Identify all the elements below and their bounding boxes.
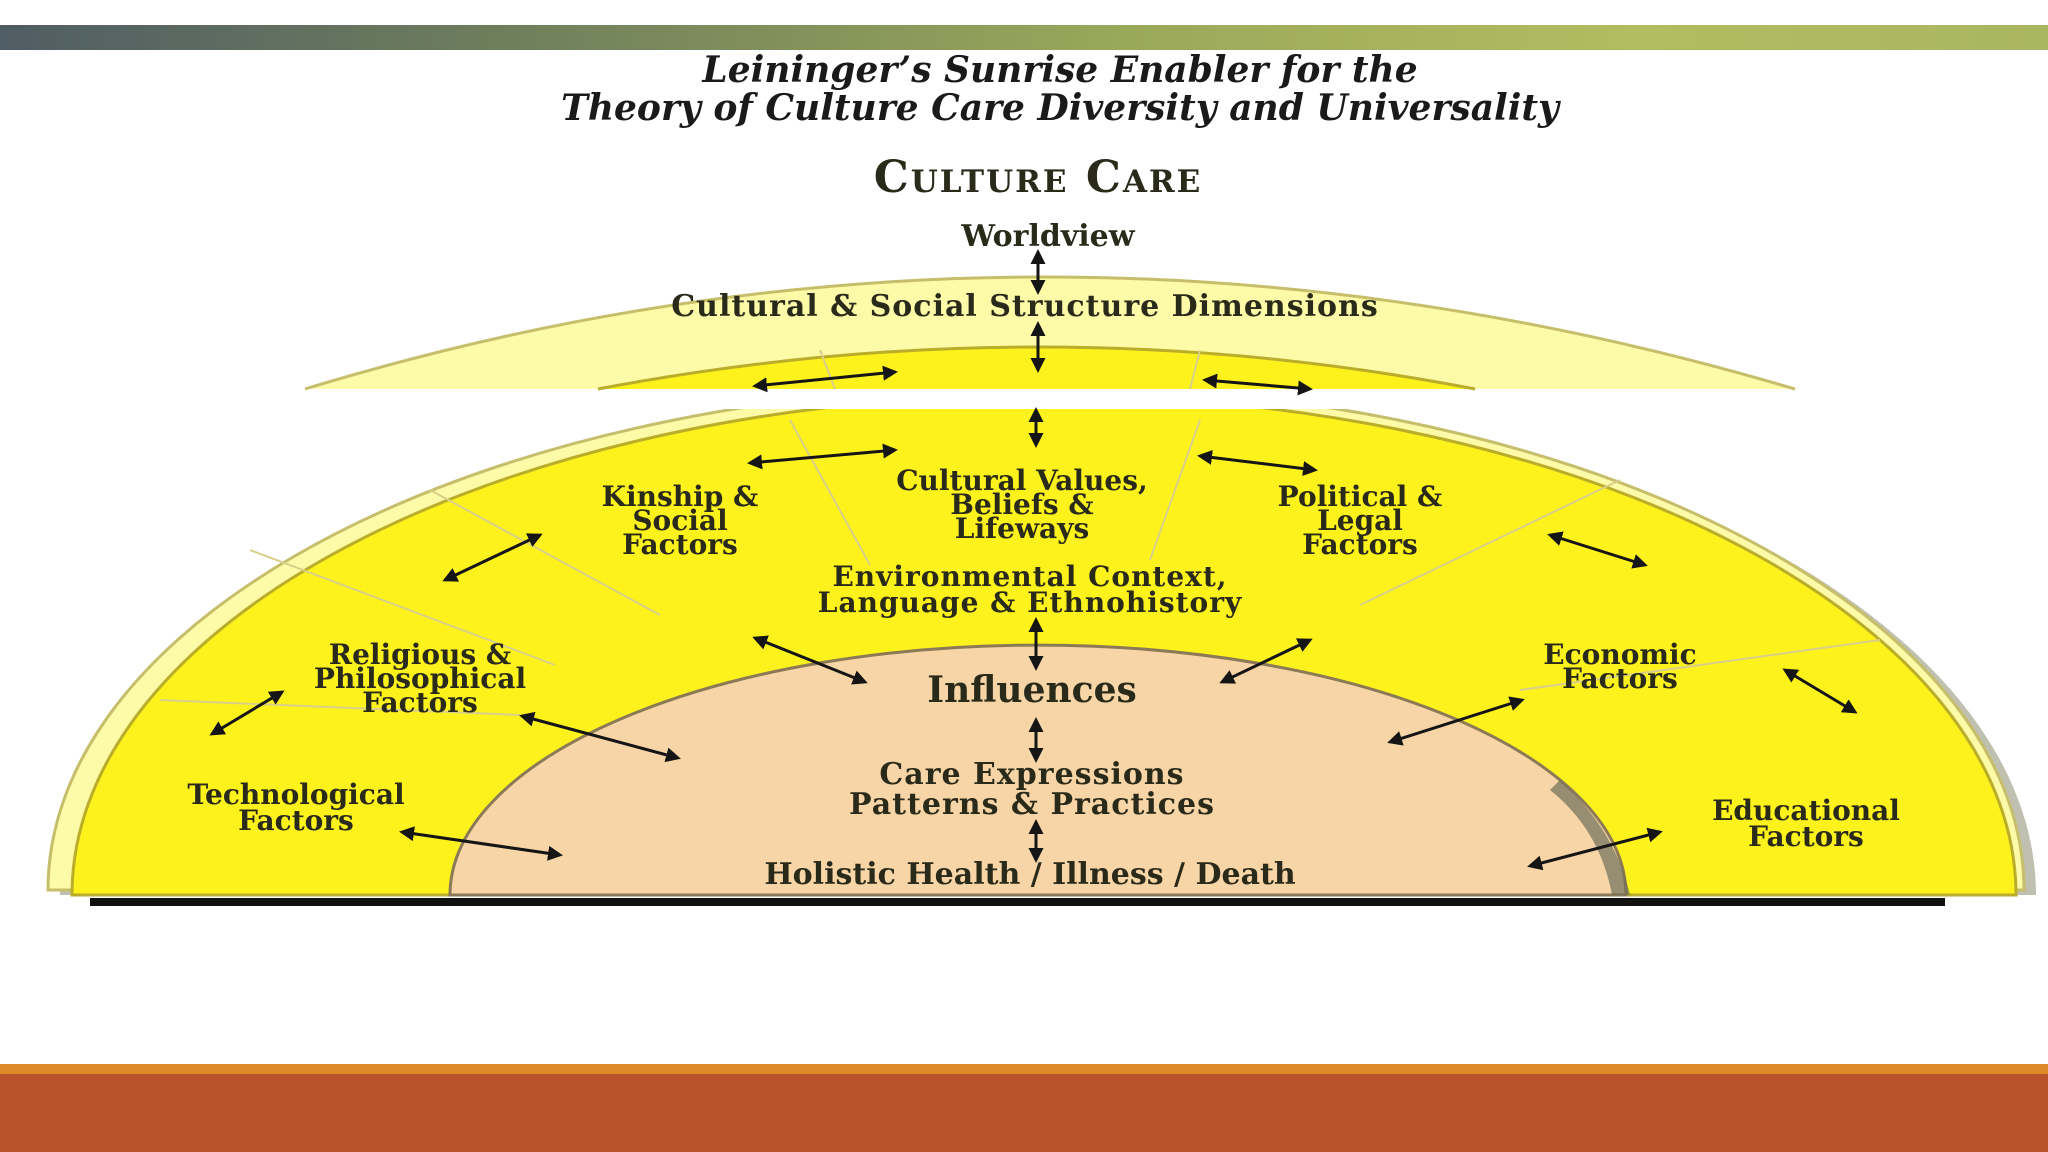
svg-text:Legal: Legal xyxy=(1317,504,1403,537)
arrow-kinship-left xyxy=(442,533,543,582)
arrow-upper-left xyxy=(752,365,898,393)
slide-title-line-2: Theory of Culture Care Diversity and Uni… xyxy=(561,87,1561,129)
svg-text:Social: Social xyxy=(632,504,727,537)
environmental-context-label: Environmental Context, Language & Ethnoh… xyxy=(818,560,1243,619)
religious-factors-label: Religious & Philosophical Factors xyxy=(314,638,526,719)
influences-label: Influences xyxy=(927,669,1137,711)
diagram-gap xyxy=(0,389,2048,409)
economic-factors-label: Economic Factors xyxy=(1543,638,1696,695)
care-expressions-label: Care Expressions Patterns & Practices xyxy=(849,757,1215,822)
political-legal-label: Political & Legal Factors xyxy=(1278,480,1443,561)
culture-care-heading: Culture Care xyxy=(874,152,1203,203)
educational-factors-label: Educational Factors xyxy=(1712,794,1900,853)
svg-text:Lifeways: Lifeways xyxy=(955,512,1089,545)
technological-factors-label: Technological Factors xyxy=(187,778,404,837)
slide-title-line-1: Leininger’s Sunrise Enabler for the xyxy=(701,49,1417,91)
arrow-env-right-influences xyxy=(1219,638,1313,684)
arrow-upper-right xyxy=(1202,373,1313,396)
slide-bottom-bar xyxy=(0,1074,2048,1152)
svg-text:Educational: Educational xyxy=(1712,794,1900,827)
svg-text:Factors: Factors xyxy=(1302,528,1418,561)
worldview-label: Worldview xyxy=(960,219,1135,254)
svg-text:Economic: Economic xyxy=(1543,638,1696,671)
arrow-values-political xyxy=(1197,450,1318,476)
arrow-env-left-influences xyxy=(752,635,868,685)
kinship-factors-label: Kinship & Social Factors xyxy=(602,480,759,561)
svg-text:Political &: Political & xyxy=(1278,480,1443,513)
arrow-economic-right xyxy=(1782,668,1858,714)
arrow-technological-core xyxy=(399,826,563,861)
svg-text:Environmental Context,: Environmental Context, xyxy=(832,560,1227,593)
inner-core xyxy=(448,643,1628,897)
arrow-educational-core xyxy=(1527,827,1663,871)
arrow-religious-left xyxy=(209,690,285,736)
svg-text:Philosophical: Philosophical xyxy=(314,662,526,695)
svg-text:Factors: Factors xyxy=(362,686,478,719)
svg-text:Kinship &: Kinship & xyxy=(602,480,759,513)
svg-text:Technological: Technological xyxy=(187,778,404,811)
svg-text:Cultural Values,: Cultural Values, xyxy=(896,464,1147,497)
arrow-religious-core xyxy=(519,711,681,763)
arrow-kinship-values xyxy=(747,443,898,470)
svg-text:Factors: Factors xyxy=(1748,820,1864,853)
slide-top-bar xyxy=(0,25,2048,50)
slide-bottom-stripe xyxy=(0,1064,2048,1074)
cultural-values-label: Cultural Values, Beliefs & Lifeways xyxy=(896,464,1147,545)
svg-text:Religious &: Religious & xyxy=(329,638,511,671)
svg-text:Beliefs &: Beliefs & xyxy=(950,488,1093,521)
holistic-health-label: Holistic Health / Illness / Death xyxy=(764,857,1296,892)
svg-text:Factors: Factors xyxy=(238,804,354,837)
arrow-political-right xyxy=(1547,531,1648,569)
svg-text:Patterns & Practices: Patterns & Practices xyxy=(849,787,1215,822)
cultural-social-structure-label: Cultural & Social Structure Dimensions xyxy=(671,289,1378,324)
relationship-arrows xyxy=(209,249,1858,871)
arrow-economic-core xyxy=(1387,696,1525,746)
svg-text:Factors: Factors xyxy=(622,528,738,561)
svg-text:Factors: Factors xyxy=(1562,662,1678,695)
svg-text:Language & Ethnohistory: Language & Ethnohistory xyxy=(818,586,1243,619)
